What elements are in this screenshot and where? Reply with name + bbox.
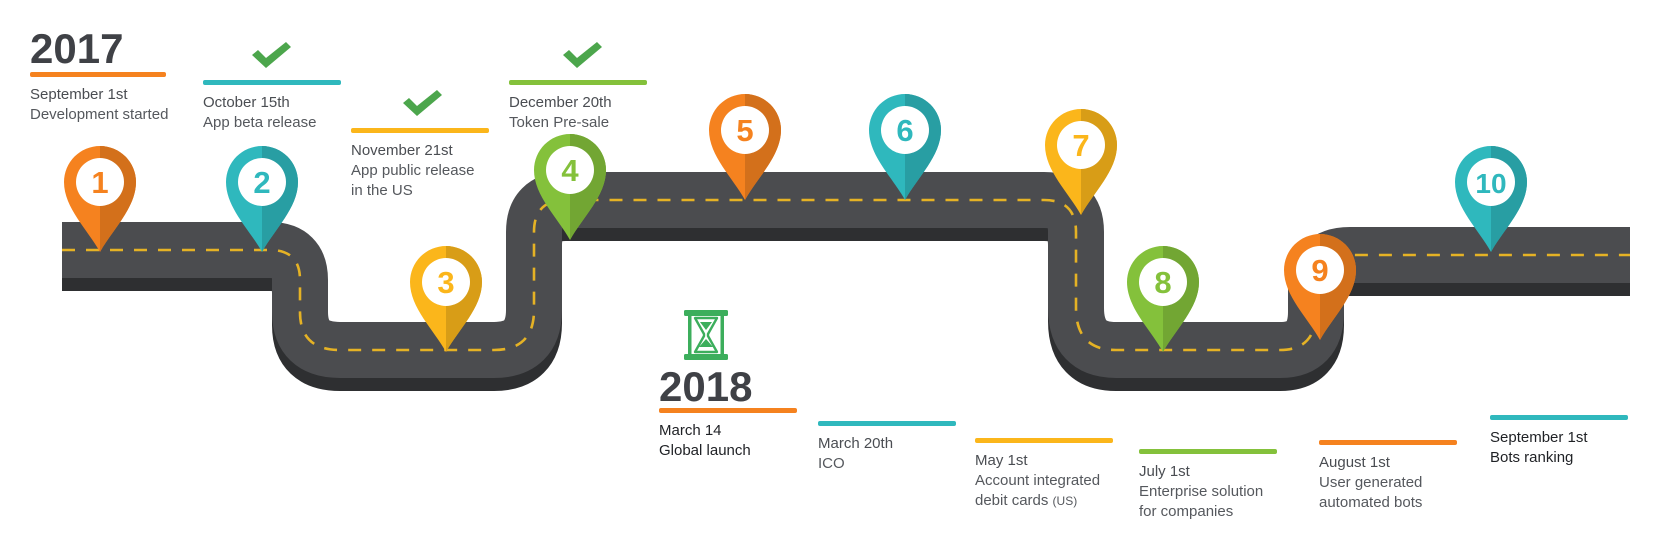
milestone-number: 9 [1311, 253, 1328, 288]
milestone-pin-1: 1 [64, 146, 136, 252]
milestone-number: 7 [1072, 128, 1089, 163]
milestone-pin-2: 2 [226, 146, 298, 252]
milestone-pin-9: 9 [1284, 234, 1356, 340]
milestone-pin-4: 4 [534, 134, 606, 240]
check-icon [252, 42, 291, 68]
milestone-description: Account integrated [975, 472, 1101, 489]
milestone-date: November 21st [351, 142, 453, 159]
check-icon [563, 42, 602, 68]
milestone-number: 3 [437, 265, 454, 300]
milestone-pin-10: 10 [1455, 146, 1527, 252]
milestone-description: User generated [1319, 474, 1423, 491]
milestone-number: 2 [253, 165, 270, 200]
milestone-color-bar [659, 408, 797, 413]
milestone-pin-8: 8 [1127, 246, 1199, 352]
road-center-line [62, 198, 1630, 352]
year-2017: 2017 [30, 25, 124, 72]
milestone-color-bar [509, 80, 647, 85]
milestone-description: App beta release [203, 114, 317, 131]
milestone-label-5: March 14 Global launch [659, 408, 849, 461]
milestone-description: Bots ranking [1490, 449, 1574, 466]
milestone-color-bar [818, 421, 956, 426]
milestone-pin-3: 3 [410, 246, 482, 352]
milestone-description: Token Pre-sale [509, 114, 610, 131]
milestone-description: for companies [1139, 503, 1234, 520]
hourglass-icon [684, 310, 728, 360]
road [62, 172, 1630, 391]
milestone-date: September 1st [1490, 429, 1588, 446]
milestone-description: Global launch [659, 442, 751, 459]
milestone-description: App public release [351, 162, 475, 179]
road-surface [62, 172, 1630, 378]
milestone-date: October 15th [203, 94, 290, 111]
milestone-color-bar [351, 128, 489, 133]
milestone-color-bar [1490, 415, 1628, 420]
milestone-number: 4 [561, 153, 579, 188]
milestone-date: August 1st [1319, 454, 1390, 471]
milestone-description: in the US [351, 182, 413, 199]
milestone-number: 8 [1154, 265, 1171, 300]
check-icon [403, 90, 442, 116]
milestone-number: 10 [1475, 168, 1506, 199]
milestone-number: 1 [91, 165, 108, 200]
milestone-description: automated bots [1319, 494, 1423, 511]
milestone-color-bar [203, 80, 341, 85]
milestone-date: March 14 [659, 422, 722, 439]
milestone-description: Enterprise solution [1139, 483, 1264, 500]
milestone-description: ICO [818, 455, 845, 472]
milestone-note: (US) [1052, 494, 1078, 508]
milestone-pin-6: 6 [869, 94, 941, 200]
milestone-pin-7: 7 [1045, 109, 1117, 215]
milestone-date: July 1st [1139, 463, 1190, 480]
milestone-pin-5: 5 [709, 94, 781, 200]
milestone-date: March 20th [818, 435, 894, 452]
milestone-date: May 1st [975, 452, 1028, 469]
milestone-date: September 1st [30, 86, 128, 103]
milestone-description: debit cards (US) [975, 492, 1078, 509]
milestone-date: December 20th [509, 94, 612, 111]
milestone-color-bar [30, 72, 166, 77]
milestone-pins: 1 2 3 4 5 6 7 8 9 10 [64, 94, 1527, 352]
milestone-color-bar [975, 438, 1113, 443]
year-2018: 2018 [659, 363, 753, 410]
milestone-color-bar [1139, 449, 1277, 454]
milestone-color-bar [1319, 440, 1457, 445]
milestone-number: 5 [736, 113, 753, 148]
milestone-number: 6 [896, 113, 913, 148]
milestone-description: Development started [30, 106, 169, 123]
